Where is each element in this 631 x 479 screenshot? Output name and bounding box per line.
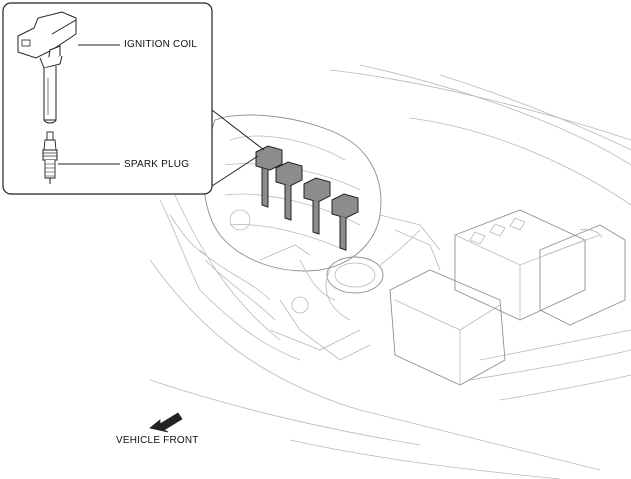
spark-plug-label: SPARK PLUG: [124, 159, 190, 170]
ignition-coil-3: [303, 177, 331, 235]
spark-plug-detail: [42, 131, 58, 184]
ignition-coil-detail: [17, 11, 77, 124]
ignition-coils-installed: [255, 145, 359, 251]
callout-leaders: [211, 109, 265, 187]
ignition-coil-4: [331, 193, 359, 251]
vehicle-front-arrow-icon: [149, 412, 183, 433]
ignition-coil-1: [255, 145, 283, 208]
engine-bay-background: [149, 64, 631, 479]
ignition-coil-2: [275, 161, 303, 221]
detail-inset: [2, 2, 213, 195]
vehicle-front-label: VEHICLE FRONT: [116, 435, 199, 446]
ignition-coil-label: IGNITION COIL: [124, 39, 198, 50]
